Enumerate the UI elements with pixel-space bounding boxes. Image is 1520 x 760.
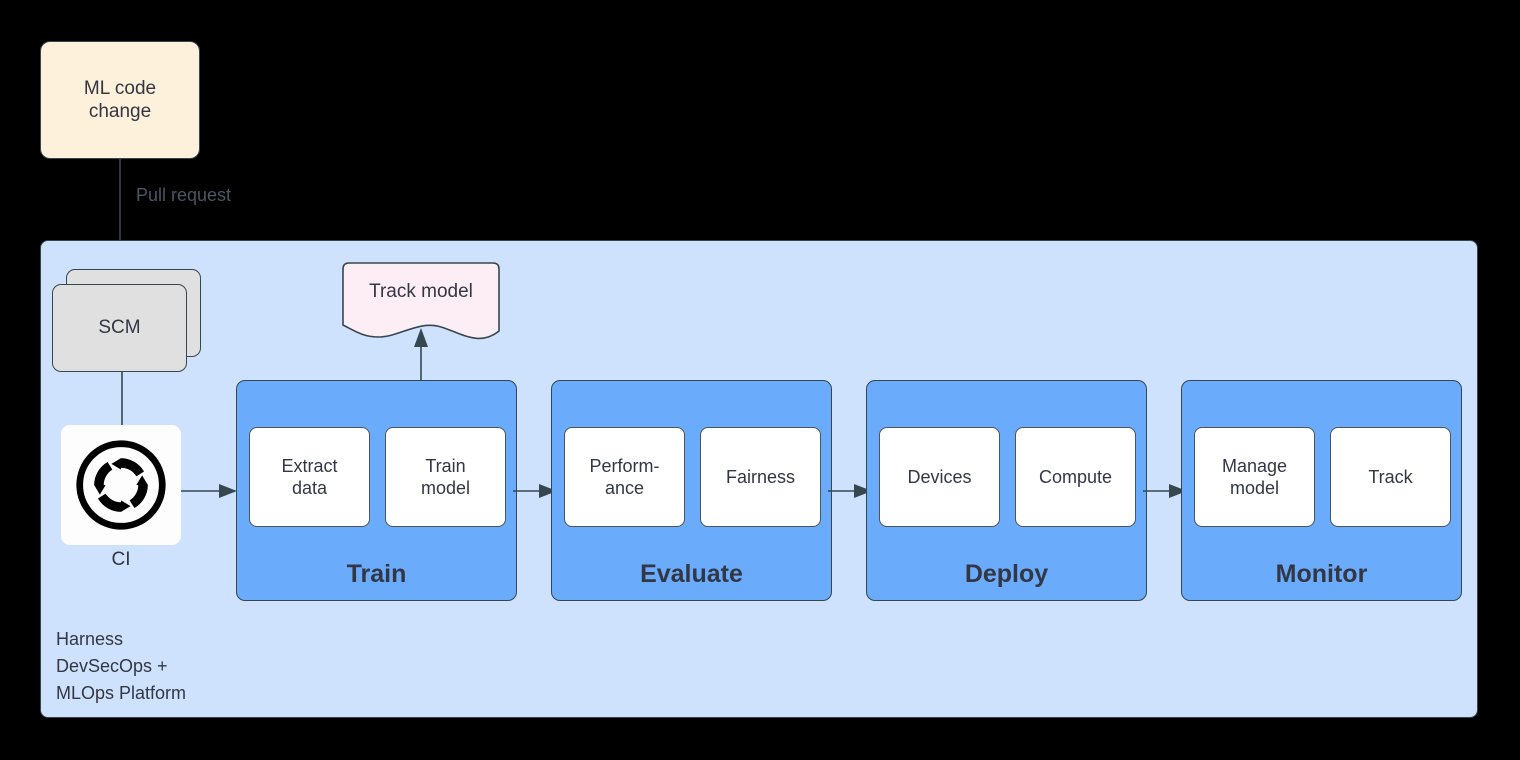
stage-deploy[interactable]: Devices Compute Deploy: [866, 380, 1147, 601]
substep-train-model-label: Train model: [420, 455, 471, 499]
substep-fairness-label: Fairness: [725, 466, 796, 487]
stage-train[interactable]: Extract data Train model Train: [236, 380, 517, 601]
deploy-to-monitor-connector: [1143, 484, 1187, 498]
stage-monitor-title: Monitor: [1275, 560, 1368, 588]
substep-performance[interactable]: Perform- ance: [564, 427, 685, 527]
substep-devices-label: Devices: [907, 466, 972, 487]
ci-circular-arrows-icon: [76, 440, 166, 530]
ci-label: CI: [111, 549, 131, 570]
substep-compute-label: Compute: [1038, 466, 1113, 487]
ci-to-train-connector: [181, 484, 237, 498]
scm-label: SCM: [98, 317, 141, 338]
substep-extract-data-label: Extract data: [281, 455, 338, 499]
stage-monitor[interactable]: Manage model Track Monitor: [1181, 380, 1462, 601]
scm-node[interactable]: SCM: [52, 269, 202, 379]
ml-code-change-node[interactable]: ML code change: [40, 41, 200, 159]
harness-platform-container: SCM: [40, 240, 1478, 718]
substep-track-label: Track: [1368, 466, 1413, 487]
stage-evaluate[interactable]: Perform- ance Fairness Evaluate: [551, 380, 832, 601]
track-model-label: Track model: [369, 281, 473, 302]
scm-front-layer: SCM: [52, 284, 187, 372]
stage-monitor-substeps: Manage model Track: [1194, 427, 1451, 527]
stage-evaluate-title: Evaluate: [640, 560, 743, 588]
train-to-evaluate-connector: [513, 484, 557, 498]
substep-performance-label: Perform- ance: [589, 455, 660, 499]
stage-deploy-title: Deploy: [964, 560, 1049, 588]
evaluate-to-deploy-connector: [828, 484, 872, 498]
substep-fairness[interactable]: Fairness: [700, 427, 821, 527]
substep-manage-model-label: Manage model: [1221, 455, 1288, 499]
stage-train-substeps: Extract data Train model: [249, 427, 506, 527]
ci-node[interactable]: [61, 425, 181, 545]
document-shape-icon: [342, 262, 500, 340]
substep-compute[interactable]: Compute: [1015, 427, 1136, 527]
track-model-node[interactable]: Track model: [341, 261, 501, 343]
stage-train-title: Train: [346, 560, 407, 588]
substep-train-model[interactable]: Train model: [385, 427, 506, 527]
stage-deploy-substeps: Devices Compute: [879, 427, 1136, 527]
substep-manage-model[interactable]: Manage model: [1194, 427, 1315, 527]
platform-caption: Harness DevSecOps + MLOps Platform: [56, 629, 187, 703]
substep-track[interactable]: Track: [1330, 427, 1451, 527]
ml-code-change-label: ML code change: [83, 77, 157, 122]
pull-request-label: Pull request: [136, 185, 232, 205]
substep-extract-data[interactable]: Extract data: [249, 427, 370, 527]
substep-devices[interactable]: Devices: [879, 427, 1000, 527]
stage-evaluate-substeps: Perform- ance Fairness: [564, 427, 821, 527]
